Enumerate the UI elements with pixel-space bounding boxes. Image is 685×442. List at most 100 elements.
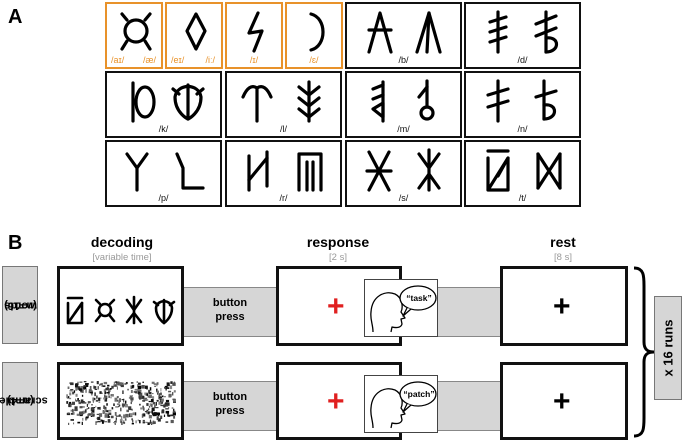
noise-speck [118, 414, 121, 417]
noise-speck [111, 407, 114, 410]
noise-speck [167, 402, 170, 406]
black-fixation-cross: + [553, 290, 571, 323]
noise-speck [161, 409, 165, 414]
phoneme-label: /m/ [397, 124, 410, 134]
noise-speck [85, 383, 89, 387]
noise-speck [76, 386, 78, 390]
rest-screen-scrambles: + [500, 362, 628, 440]
noise-speck [123, 421, 126, 424]
red-fixation-cross: + [327, 385, 345, 418]
noise-speck [141, 413, 144, 418]
glyph-cell-n: /n/ [464, 71, 581, 138]
noise-speck [91, 394, 93, 396]
glyph-cell-r: /r/ [225, 140, 342, 207]
noise-speck [69, 403, 73, 405]
noise-speck [158, 393, 160, 397]
noise-speck [89, 386, 92, 390]
scrambled-noise-icon [66, 381, 176, 425]
noise-speck [88, 407, 90, 409]
noise-speck [96, 413, 100, 415]
noise-speck [96, 381, 99, 385]
noise-speck [127, 388, 129, 391]
noise-speck [79, 381, 83, 383]
noise-speck [100, 397, 102, 399]
noise-speck [81, 421, 83, 425]
glyph-b-icon [367, 11, 442, 54]
noise-speck [145, 399, 149, 401]
noise-speck [118, 405, 120, 407]
noise-speck [133, 391, 137, 393]
noise-speck [115, 381, 119, 386]
noise-speck [69, 392, 72, 396]
noise-speck [156, 399, 159, 402]
runs-label: x 16 runs [654, 296, 682, 400]
noise-speck [134, 412, 137, 416]
noise-speck [132, 384, 135, 388]
noise-speck [84, 402, 87, 404]
noise-speck [109, 388, 112, 390]
noise-speck [156, 388, 158, 392]
noise-speck [104, 421, 108, 423]
phoneme-label: /b/ [398, 55, 409, 65]
noise-speck [149, 394, 152, 399]
noise-speck [168, 407, 170, 409]
noise-speck [81, 394, 84, 397]
noise-speck [72, 391, 75, 395]
noise-speck [144, 385, 148, 389]
noise-speck [93, 413, 95, 417]
noise-speck [80, 399, 84, 404]
noise-speck [167, 387, 170, 389]
noise-speck [131, 408, 133, 411]
noise-speck [85, 417, 87, 421]
noise-speck [107, 414, 110, 418]
noise-speck [92, 401, 94, 403]
noise-speck [147, 411, 150, 415]
noise-speck [105, 406, 107, 409]
noise-speck [151, 381, 155, 384]
glyph-cell-t: /t/ [464, 140, 581, 207]
word-glyphs-icon [66, 295, 176, 325]
noise-speck [125, 400, 127, 404]
noise-speck [136, 381, 138, 383]
noise-speck [151, 407, 155, 412]
noise-speck [115, 419, 117, 423]
noise-speck [146, 412, 148, 414]
noise-speck [153, 383, 157, 385]
noise-speck [134, 388, 138, 391]
noise-speck [115, 406, 119, 408]
phoneme-label: /p/ [158, 193, 169, 203]
glyph-cell-k: /k/ [105, 71, 222, 138]
noise-speck [143, 398, 146, 401]
decoding-screen-scrambles [57, 362, 184, 440]
noise-speck [97, 407, 100, 410]
noise-speck [137, 384, 139, 387]
noise-speck [71, 413, 74, 415]
noise-speck [163, 414, 166, 417]
noise-speck [165, 399, 170, 403]
noise-speck [123, 420, 125, 425]
noise-speck [138, 391, 141, 394]
noise-speck [79, 406, 83, 409]
noise-speck [148, 400, 151, 403]
noise-speck [98, 401, 101, 403]
noise-speck [138, 382, 141, 385]
noise-speck [84, 409, 87, 413]
glyph-cell-m: /m/ [345, 71, 462, 138]
phoneme-label: /aɪ//æ/ [111, 55, 156, 65]
noise-speck [116, 386, 118, 390]
noise-speck [67, 386, 70, 389]
noise-speck [164, 396, 166, 398]
noise-speck [108, 390, 111, 392]
noise-speck [159, 401, 163, 404]
noise-speck [156, 382, 159, 385]
noise-speck [137, 385, 142, 390]
glyph-i-icon [247, 11, 264, 53]
noise-speck [140, 394, 143, 399]
noise-speck [129, 413, 133, 417]
noise-speck [173, 415, 176, 419]
noise-speck [152, 402, 156, 405]
noise-speck [78, 388, 82, 391]
noise-speck [118, 398, 121, 402]
noise-speck [156, 390, 159, 394]
noise-speck [144, 411, 148, 413]
